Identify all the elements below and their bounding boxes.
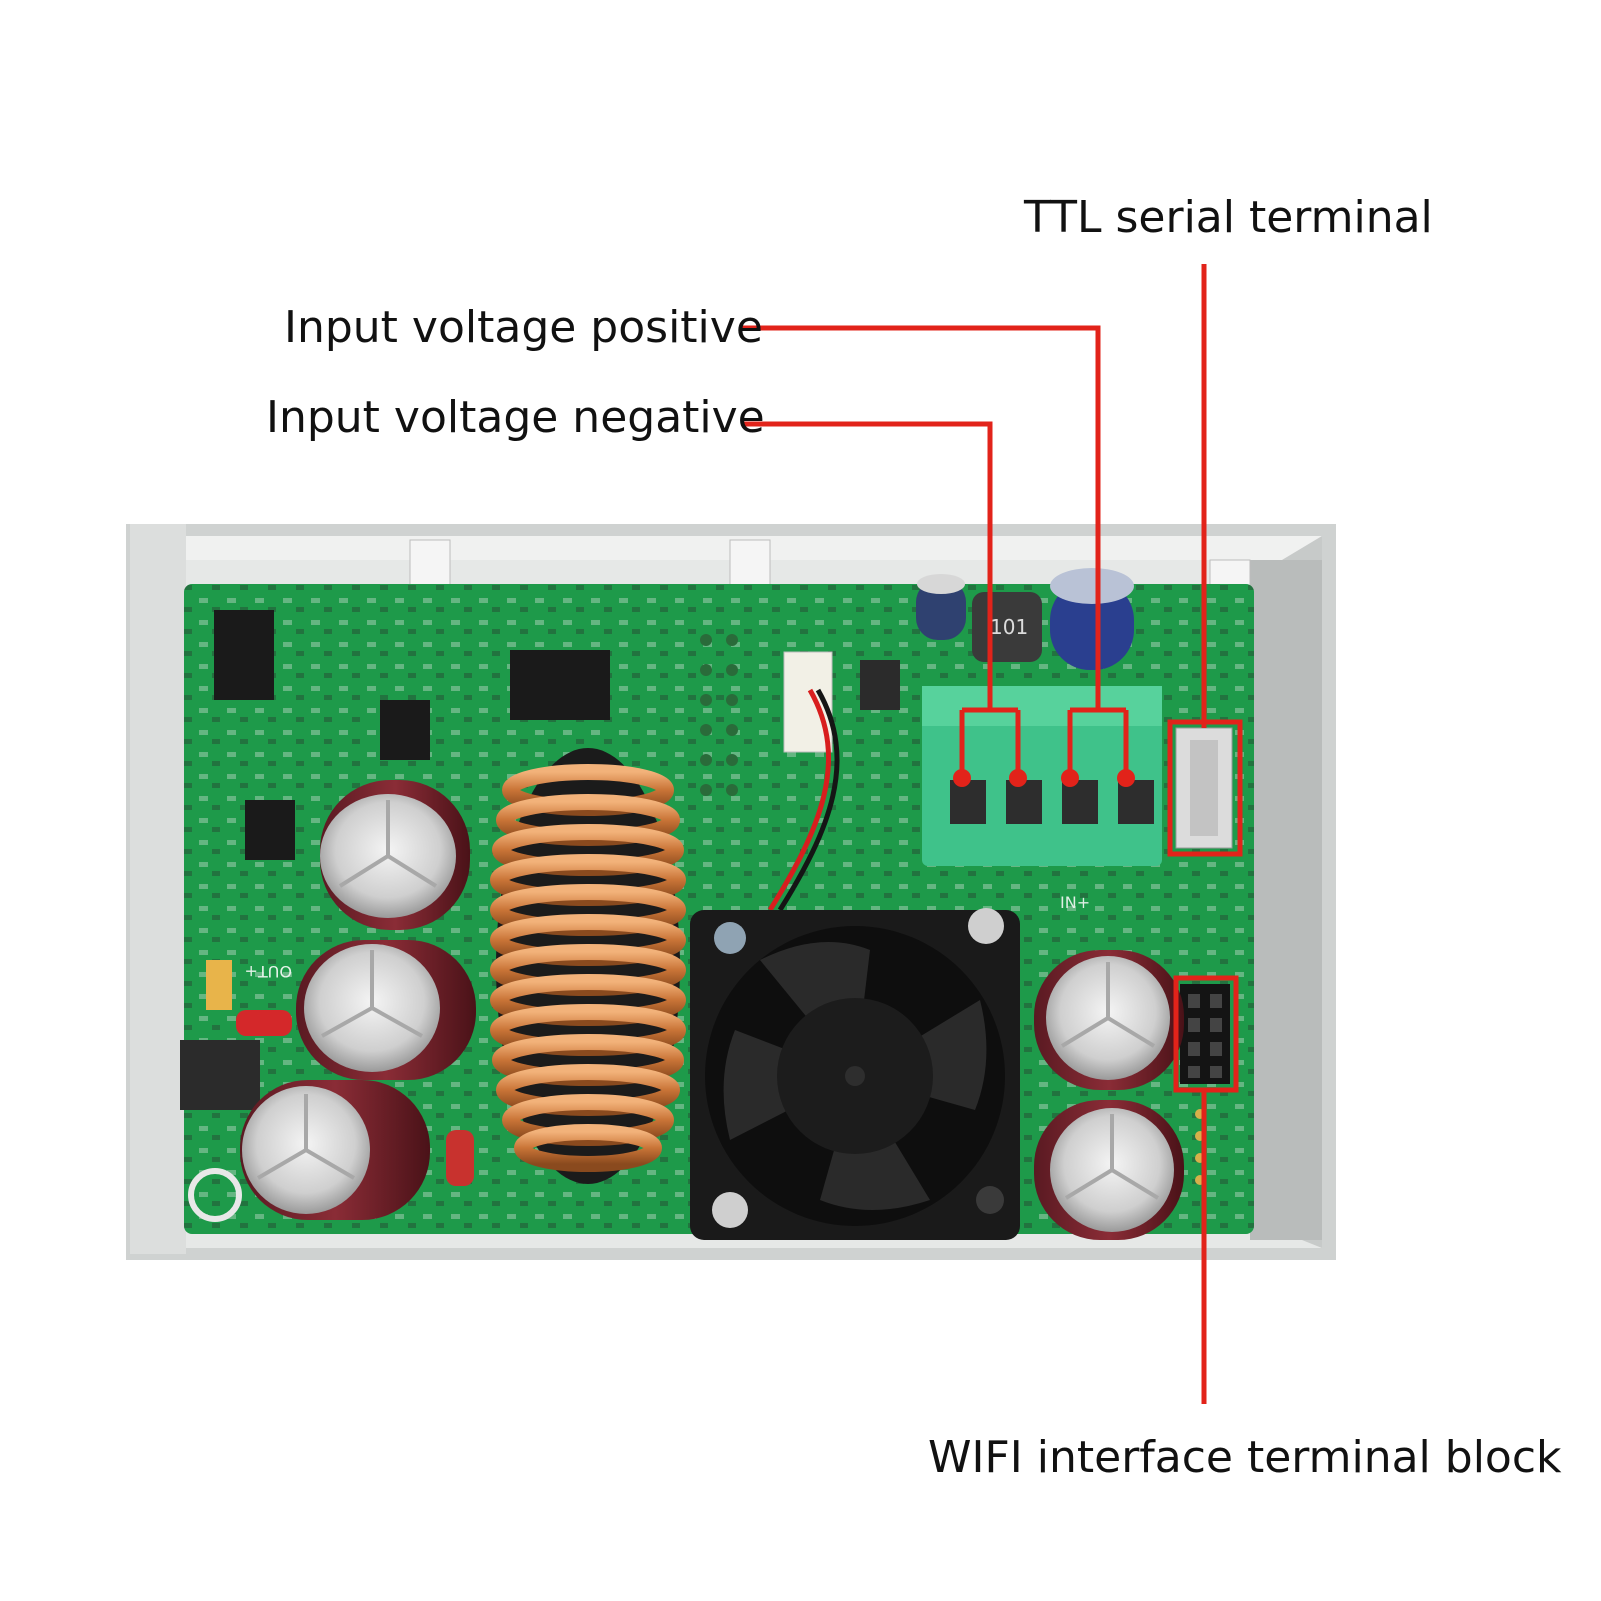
callout-negative-line — [742, 421, 1021, 778]
label-ttl-serial-terminal: TTL serial terminal — [1024, 192, 1433, 243]
capacitor-3 — [240, 1080, 430, 1220]
out-plus-marking: OUT+ — [245, 962, 292, 981]
toroidal-inductor — [490, 748, 686, 1184]
ttl-connector — [1175, 727, 1233, 849]
callout-lines — [742, 264, 1243, 1404]
blue-capacitor — [1050, 568, 1134, 670]
callout-positive-line — [742, 325, 1129, 778]
capacitor-2 — [296, 940, 476, 1080]
small-inductor: 101 — [972, 592, 1042, 662]
label-input-voltage-positive: Input voltage positive — [284, 302, 763, 353]
cooling-fan — [690, 908, 1020, 1240]
capacitor-5 — [1034, 1100, 1184, 1240]
callout-dots — [953, 769, 1135, 787]
capacitor-4 — [1034, 950, 1184, 1090]
in-plus-marking: IN+ — [1060, 893, 1090, 912]
capacitor-1 — [320, 780, 470, 930]
callout-ttl-box — [1167, 719, 1243, 857]
inductor-code: 101 — [990, 615, 1028, 639]
fan-connector — [767, 651, 840, 912]
small-capacitor — [916, 574, 966, 640]
label-wifi-interface-terminal-block: WIFI interface terminal block — [928, 1432, 1562, 1483]
label-input-voltage-negative: Input voltage negative — [266, 392, 765, 443]
